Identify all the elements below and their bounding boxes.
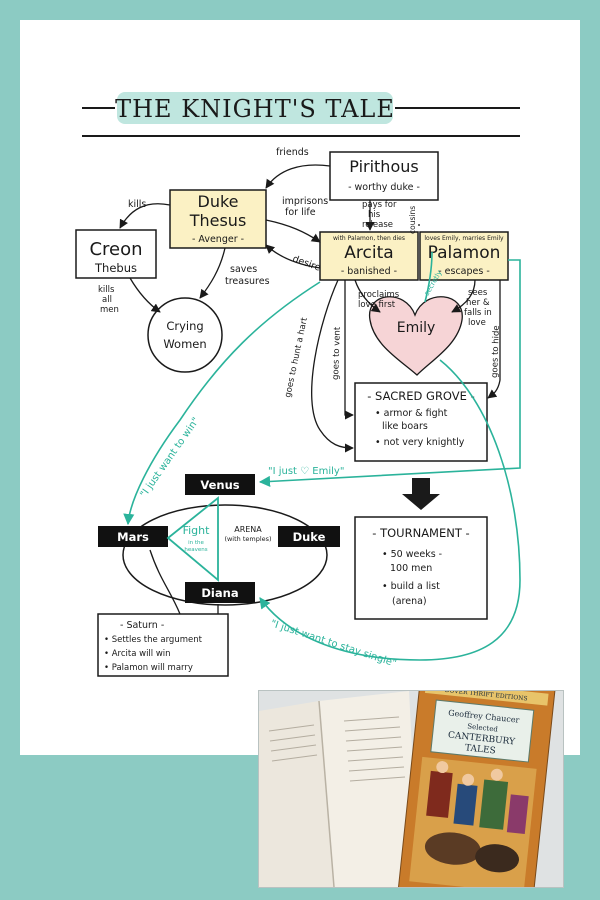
tournament-item-2: 100 men xyxy=(390,563,432,574)
palamon-desc: - escapes - xyxy=(438,266,490,277)
label-kills-all-1: kills xyxy=(98,285,115,295)
heart-icon xyxy=(369,296,463,376)
duke-label: Duke xyxy=(293,530,326,544)
arcita-desc: - banished - xyxy=(341,266,397,277)
arena-ellipse xyxy=(122,504,328,606)
page-title: THE KNIGHT'S TALE xyxy=(115,95,395,123)
crying-women-line1: Crying xyxy=(166,319,203,333)
palamon-note: loves Emily, marries Emily xyxy=(424,235,504,242)
sacred-grove-item-1: • armor & fight xyxy=(375,408,448,419)
node-duke: Duke xyxy=(278,526,340,547)
creon-desc: Thebus xyxy=(94,261,137,275)
label-cousins: cousins xyxy=(408,206,417,234)
node-crying-women: Crying Women xyxy=(147,297,223,373)
teal-connectors xyxy=(123,251,521,661)
label-kills-all-3: men xyxy=(100,305,119,315)
label-saves-1: saves xyxy=(230,264,257,275)
label-proclaims-1: proclaims xyxy=(358,290,400,300)
label-imprisons-2: for life xyxy=(285,207,316,218)
theseus-desc: - Avenger - xyxy=(192,234,244,245)
label-hide: goes to hide xyxy=(490,325,502,378)
mars-label: Mars xyxy=(117,530,149,544)
label-sees-3: falls in xyxy=(464,308,492,318)
theseus-line2: Thesus xyxy=(189,211,247,230)
diana-label: Diana xyxy=(201,586,238,600)
label-friends: friends xyxy=(276,147,309,158)
diagram-sheet: THE KNIGHT'S TALE Pirithous - worthy duk… xyxy=(20,20,580,755)
venus-label: Venus xyxy=(200,478,239,492)
node-creon: Creon Thebus xyxy=(75,229,157,279)
creon-name: Creon xyxy=(89,239,142,260)
book-cover: DOVER THRIFT EDITIONS Geoffrey Chaucer S… xyxy=(397,691,556,887)
label-kills: kills xyxy=(128,199,146,210)
knights-tale-diagram: THE KNIGHT'S TALE Pirithous - worthy duk… xyxy=(75,92,521,677)
arena-label-2: (with temples) xyxy=(224,535,271,543)
saturn-item-1: • Settles the argument xyxy=(104,635,203,645)
quote-venus: "I just ♡ Emily" xyxy=(268,466,344,477)
label-pays-1: pays for xyxy=(362,200,397,210)
label-pays-2: his xyxy=(368,210,381,220)
node-fight: Fight in the heavens xyxy=(166,496,219,582)
node-tournament: - TOURNAMENT - • 50 weeks - 100 men • bu… xyxy=(354,516,488,620)
label-kills-all-2: all xyxy=(102,295,112,305)
crying-women-line2: Women xyxy=(163,337,206,351)
node-emily: Emily xyxy=(369,296,463,376)
node-sacred-grove: - SACRED GROVE - • armor & fight like bo… xyxy=(354,382,488,462)
theseus-line1: Duke xyxy=(198,192,239,211)
label-pays-3: release xyxy=(362,220,393,230)
label-sees-2: her & xyxy=(466,298,490,308)
saturn-item-3: • Palamon will marry xyxy=(104,663,193,673)
title-group: THE KNIGHT'S TALE xyxy=(82,92,520,137)
emily-name: Emily xyxy=(397,320,436,336)
label-hunt: goes to hunt a hart xyxy=(283,316,310,399)
book-edition: DOVER THRIFT EDITIONS xyxy=(444,691,527,703)
node-pirithous: Pirithous - worthy duke - xyxy=(329,151,439,201)
down-arrow-icon xyxy=(402,478,440,510)
label-saves-2: treasures xyxy=(225,276,270,287)
label-sees-4: love xyxy=(468,318,486,328)
sacred-grove-item-3: • not very knightly xyxy=(375,437,465,448)
sacred-grove-title: - SACRED GROVE - xyxy=(367,389,474,403)
tournament-item-1: • 50 weeks - xyxy=(382,549,442,560)
saturn-title: - Saturn - xyxy=(120,620,164,631)
book-selected: Selected xyxy=(467,722,499,733)
node-duke-theseus: Duke Thesus - Avenger - xyxy=(169,189,267,249)
node-palamon: loves Emily, marries Emily Palamon - esc… xyxy=(419,231,509,281)
fight-sub-1: in the xyxy=(188,540,204,546)
book-text-lines xyxy=(268,716,406,782)
node-venus: Venus xyxy=(185,474,255,495)
book-photo-illustration: DOVER THRIFT EDITIONS Geoffrey Chaucer S… xyxy=(259,691,563,887)
title-highlight xyxy=(117,92,393,124)
node-diana: Diana xyxy=(185,582,255,603)
tournament-title: - TOURNAMENT - xyxy=(372,526,469,540)
node-arcita: with Palamon, then dies Arcita - banishe… xyxy=(319,231,419,281)
label-sees-1: sees xyxy=(468,288,488,298)
book-photo: DOVER THRIFT EDITIONS Geoffrey Chaucer S… xyxy=(258,690,564,888)
label-desire: desire xyxy=(291,253,322,273)
arcita-note: with Palamon, then dies xyxy=(333,235,405,242)
tournament-item-3: • build a list xyxy=(382,581,440,592)
saturn-item-2: • Arcita will win xyxy=(104,649,171,659)
arena-label-1: ARENA xyxy=(234,525,262,534)
node-saturn: - Saturn - • Settles the argument • Arci… xyxy=(97,613,229,677)
connectors xyxy=(119,164,501,615)
label-proclaims-2: love first xyxy=(358,300,396,310)
sacred-grove-item-2: like boars xyxy=(382,421,428,432)
arcita-name: Arcita xyxy=(344,243,393,263)
label-imprisons-1: imprisons xyxy=(282,196,328,207)
pirithous-name: Pirithous xyxy=(349,157,418,176)
fight-label: Fight xyxy=(183,524,211,537)
label-vent: goes to vent xyxy=(331,326,343,380)
palamon-name: Palamon xyxy=(428,243,501,263)
book-title-2: TALES xyxy=(464,743,496,756)
tournament-item-4: (arena) xyxy=(392,596,427,607)
node-mars: Mars xyxy=(98,526,168,547)
fight-sub-2: heavens xyxy=(184,547,207,553)
pirithous-desc: - worthy duke - xyxy=(348,182,420,193)
quote-diana: "I just want to stay single" xyxy=(269,618,398,669)
